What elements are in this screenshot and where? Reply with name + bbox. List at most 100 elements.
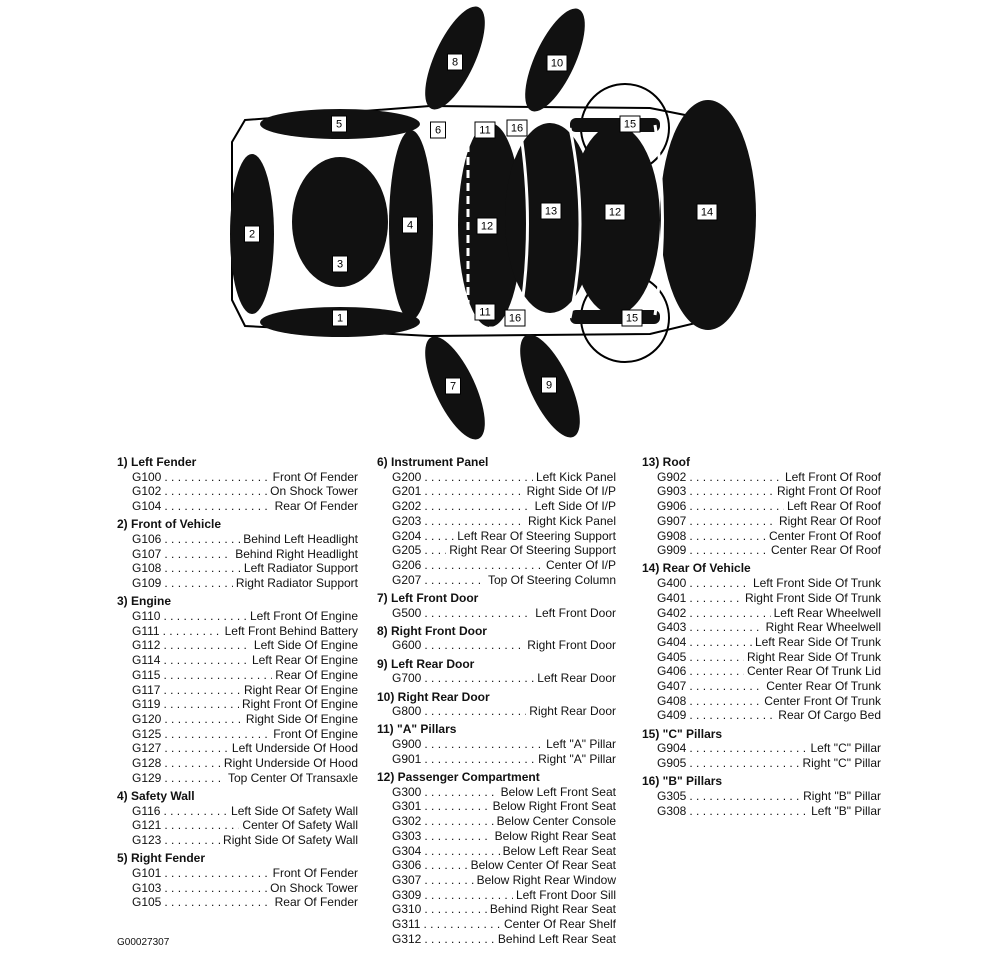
ground-code: G117 [132,682,161,697]
ground-code: G409 [657,708,687,723]
legend-section: 7) Left Front DoorG500Left Front Door [377,591,616,620]
ground-entry: G308Left "B" Pillar [642,804,881,819]
legend-section: 14) Rear Of VehicleG400Left Front Side O… [642,561,881,723]
ground-location: Below Center Of Rear Seat [470,858,616,873]
ground-entry: G500Left Front Door [377,606,616,621]
ground-entry: G207Top Of Steering Column [377,573,616,588]
ground-code: G101 [132,865,162,880]
ground-code: G401 [657,590,687,605]
leader-dots [164,712,243,727]
legend-column-2: 6) Instrument PanelG200Left Kick PanelG2… [377,455,616,950]
leader-dots [424,558,543,573]
ground-location: Rear Of Engine [275,667,358,682]
svg-text:2: 2 [249,229,255,241]
ground-entry: G120Right Side Of Engine [117,712,358,727]
leader-dots [689,804,808,819]
ground-code: G909 [657,543,687,558]
ground-location: Center Rear Of Roof [770,543,881,558]
ground-location: Front Of Fender [272,865,358,880]
ground-location: Left Front Of Roof [784,469,881,484]
svg-text:1: 1 [337,313,343,325]
ground-location: Left Underside Of Hood [231,741,358,756]
leader-dots [689,499,784,514]
ground-entry: G102On Shock Tower [117,484,358,499]
ground-entry: G700Left Rear Door [377,671,616,686]
ground-entry: G129Top Center Of Transaxle [117,771,358,786]
ground-location: Right Front Side Of Trunk [744,590,881,605]
leader-dots [424,606,532,621]
leader-dots [689,756,799,771]
ground-code: G301 [392,799,422,814]
section-heading: 1) Left Fender [117,455,197,469]
zone-label-15: 15 [619,115,641,133]
leader-dots [424,737,543,752]
ground-code: G202 [392,499,422,514]
ground-code: G120 [132,711,162,726]
ground-code: G305 [657,788,687,803]
ground-code: G116 [132,803,161,818]
ground-code: G906 [657,499,687,514]
ground-location: Center Of I/P [545,557,616,572]
ground-entry: G409Rear Of Cargo Bed [642,708,881,723]
ground-location: Right Front Of Engine [241,697,358,712]
leader-dots [424,573,485,588]
ground-entry: G405Right Rear Side Of Trunk [642,650,881,665]
ground-entry: G116Left Side Of Safety Wall [117,804,358,819]
ground-entry: G115Rear Of Engine [117,668,358,683]
svg-text:6: 6 [435,125,441,137]
ground-location: Below Center Console [496,814,616,829]
ground-entry: G119Right Front Of Engine [117,697,358,712]
legend-section: 5) Right FenderG101Front Of FenderG103On… [117,851,358,910]
ground-location: Below Left Front Seat [500,784,616,799]
ground-location: Center Of Safety Wall [242,818,358,833]
ground-entry: G904Left "C" Pillar [642,741,881,756]
zone-label-1: 1 [332,309,348,327]
ground-entry: G900Left "A" Pillar [377,737,616,752]
leader-dots [164,741,229,756]
ground-location: Below Left Rear Seat [502,843,616,858]
legend-section: 10) Right Rear DoorG800Right Rear Door [377,690,616,719]
ground-entry: G301Below Right Front Seat [377,799,616,814]
zone-label-7: 7 [445,377,461,395]
ground-location: Left Rear Of Steering Support [457,528,616,543]
ground-location: Left Front Door Sill [515,887,616,902]
leader-dots [689,543,768,558]
ground-entry: G309Left Front Door Sill [377,888,616,903]
ground-entry: G312Behind Left Rear Seat [377,932,616,947]
leader-dots [164,561,241,576]
svg-text:14: 14 [701,207,713,219]
ground-entry: G402Left Rear Wheelwell [642,606,881,621]
leader-dots [424,671,534,686]
legend-section: 8) Right Front DoorG600Right Front Door [377,624,616,653]
ground-code: G110 [132,609,161,624]
ground-code: G403 [657,620,687,635]
svg-text:8: 8 [452,57,458,69]
legend-section: 9) Left Rear DoorG700Left Rear Door [377,657,616,686]
zone-label-8: 8 [447,53,463,71]
ground-location: Right Underside Of Hood [223,756,358,771]
ground-entry: G903Right Front Of Roof [642,484,881,499]
ground-code: G407 [657,679,687,694]
legend-section: 12) Passenger CompartmentG300Below Left … [377,770,616,946]
leader-dots [689,470,782,485]
leader-dots [424,499,531,514]
ground-code: G901 [392,751,422,766]
leader-dots [164,484,267,499]
svg-text:16: 16 [511,123,523,135]
zone-label-11: 11 [474,121,496,139]
ground-location: Behind Left Rear Seat [497,931,616,946]
ground-code: G500 [392,605,422,620]
svg-text:15: 15 [624,119,636,131]
leader-dots [424,888,513,903]
leader-dots [164,499,271,514]
ground-entry: G202Left Side Of I/P [377,499,616,514]
svg-text:15: 15 [626,313,638,325]
leader-dots [424,752,535,767]
ground-location: Right "B" Pillar [803,788,881,803]
ground-entry: G403Right Rear Wheelwell [642,620,881,635]
ground-entry: G305 Right "B" Pillar [642,789,881,804]
ground-location: Top Of Steering Column [487,572,616,587]
section-heading: 14) Rear Of Vehicle [642,561,751,576]
leader-dots [424,638,524,653]
ground-entry: G104Rear Of Fender [117,499,358,514]
